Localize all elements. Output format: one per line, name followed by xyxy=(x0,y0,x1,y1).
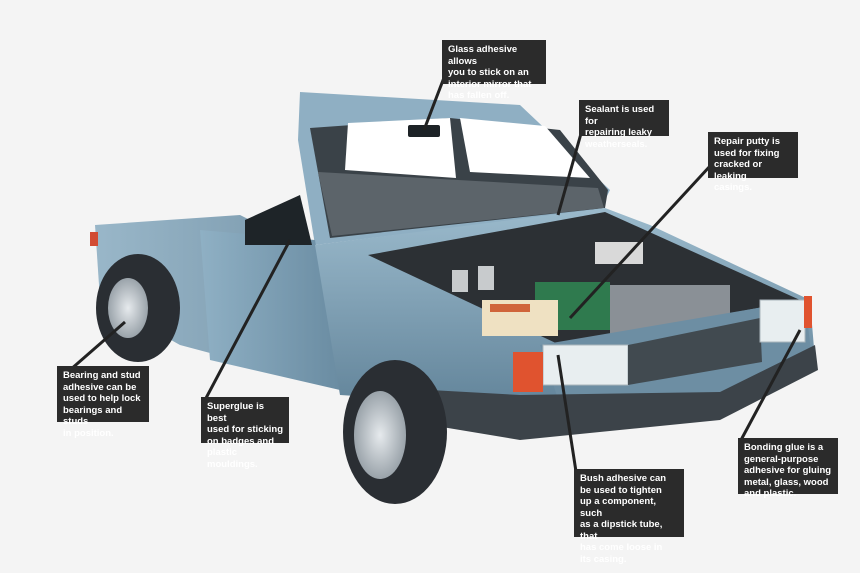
leader-putty xyxy=(568,163,713,320)
fuse-box-stripe xyxy=(490,304,530,312)
callout-repair-putty: Repair putty is used for fixing cracked … xyxy=(708,132,798,193)
callout-glass-adhesive: Glass adhesive allows you to stick on an… xyxy=(442,40,546,101)
front-bumper xyxy=(430,345,818,440)
callout-bush-adhesive: Bush adhesive can be used to tighten up … xyxy=(574,469,684,565)
callout-superglue: Superglue is best used for sticking on b… xyxy=(201,397,289,470)
callout-bearing-stud-adhesive: Bearing and stud adhesive can be used to… xyxy=(57,366,149,439)
side-window xyxy=(245,195,312,245)
front-wheel xyxy=(343,360,447,504)
leader-sealant xyxy=(556,129,584,216)
air-box xyxy=(595,242,643,264)
callout-sealant: Sealant is used for repairing leaky weat… xyxy=(579,100,669,150)
cap-1 xyxy=(452,270,468,292)
indicator-left xyxy=(513,352,543,392)
rear-light xyxy=(90,232,98,246)
leader-lines xyxy=(69,74,802,479)
headlight-left xyxy=(542,344,629,386)
leader-glass xyxy=(422,74,447,131)
indicator-right xyxy=(804,296,812,328)
leader-bonding xyxy=(739,329,802,441)
windscreen-lower xyxy=(318,172,604,236)
leader-superglue xyxy=(203,239,292,401)
car-side xyxy=(200,230,340,390)
grille xyxy=(628,318,762,385)
leader-bearing xyxy=(69,320,126,372)
leader-bush xyxy=(556,354,579,479)
rear-wheel xyxy=(96,254,180,362)
windscreen-glass-right xyxy=(460,118,590,178)
callout-bonding-glue: Bonding glue is a general-purpose adhesi… xyxy=(738,438,838,499)
mirror xyxy=(408,125,440,137)
cap-2 xyxy=(478,266,494,290)
